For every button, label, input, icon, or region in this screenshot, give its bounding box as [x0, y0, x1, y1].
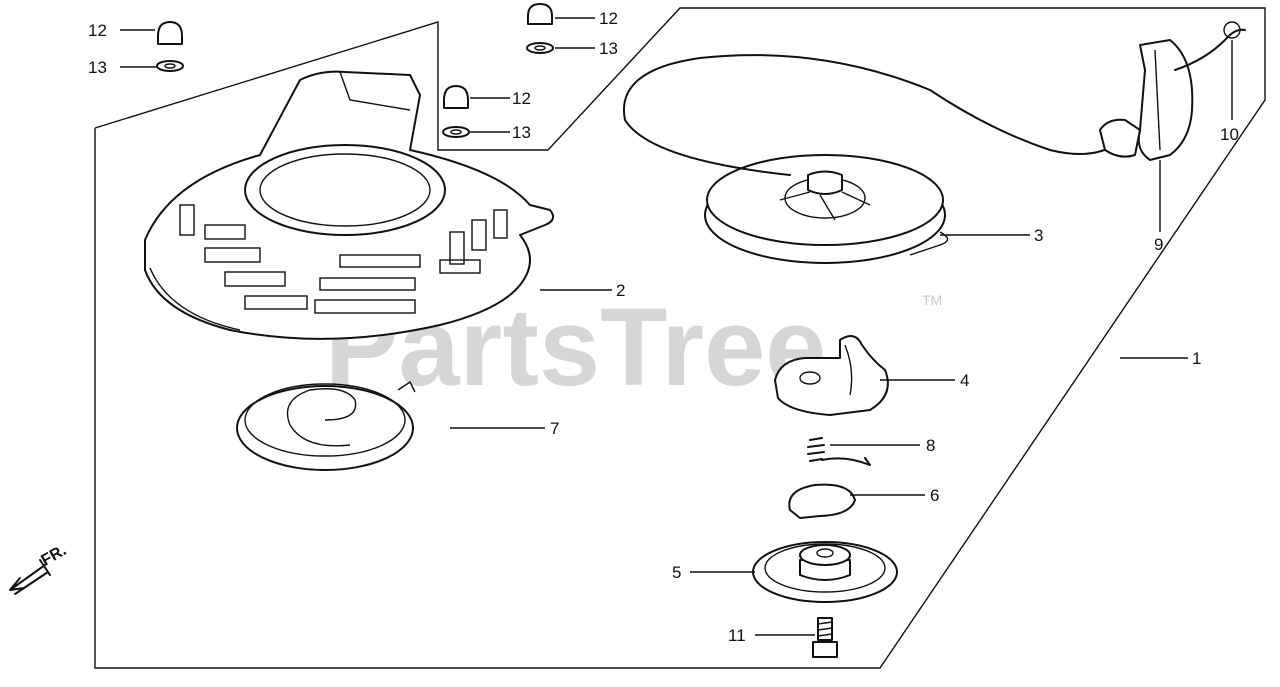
assembly-outline — [94, 7, 1266, 669]
cap-nut-12-a[interactable] — [157, 21, 183, 45]
starter-grip-9[interactable] — [1099, 39, 1194, 161]
callout-12-b: 12 — [599, 9, 618, 28]
friction-plate-5[interactable] — [752, 541, 898, 603]
callout-13-c: 13 — [512, 123, 531, 142]
starter-rope — [622, 54, 1116, 176]
callout-13-b: 13 — [599, 39, 618, 58]
front-direction-arrow: FR. — [9, 542, 69, 595]
washer-13-b[interactable] — [526, 42, 554, 54]
callout-7: 7 — [550, 419, 559, 438]
ratchet-spring-8[interactable] — [807, 437, 871, 466]
cap-nut-12-b[interactable] — [527, 3, 553, 25]
trademark: TM — [922, 292, 942, 308]
washer-13-a[interactable] — [156, 60, 184, 72]
reel-3[interactable] — [704, 154, 949, 264]
bolt-11[interactable] — [812, 617, 838, 658]
callout-8: 8 — [926, 436, 935, 455]
callout-12-c: 12 — [512, 89, 531, 108]
callout-3: 3 — [1034, 226, 1043, 245]
cap-nut-12-c[interactable] — [443, 85, 469, 109]
callout-6: 6 — [930, 486, 939, 505]
recoil-spring-7[interactable] — [236, 380, 416, 471]
ratchet-4[interactable] — [774, 335, 889, 416]
callout-2: 2 — [616, 281, 625, 300]
callout-13-a: 13 — [88, 58, 107, 77]
callout-1: 1 — [1192, 349, 1201, 368]
rope-knot-10[interactable] — [1174, 21, 1246, 71]
callout-5: 5 — [672, 563, 681, 582]
callout-11: 11 — [728, 626, 746, 645]
callout-10: 10 — [1220, 125, 1239, 144]
starter-housing-2[interactable] — [144, 70, 555, 340]
washer-13-c[interactable] — [442, 126, 470, 138]
callout-4: 4 — [960, 371, 969, 390]
callout-9: 9 — [1154, 235, 1163, 254]
callout-12-a: 12 — [88, 21, 107, 40]
friction-spring-6[interactable] — [788, 483, 856, 519]
callout-labels: 12 13 12 13 12 13 2 3 9 10 1 4 7 8 6 5 1… — [88, 9, 1239, 645]
leader-lines — [120, 17, 1233, 636]
